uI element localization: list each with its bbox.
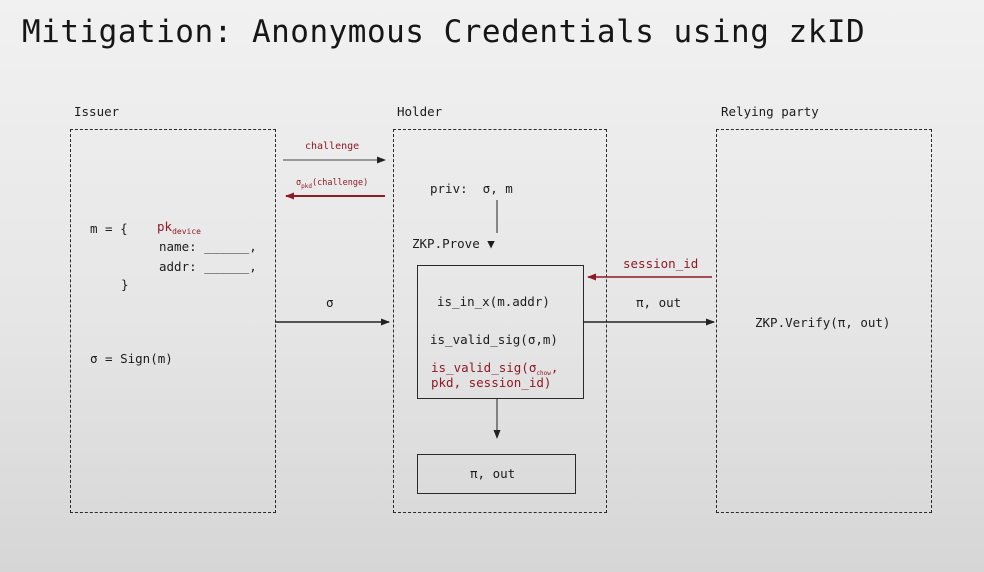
holder-header: Holder	[397, 104, 443, 119]
name-field: name: ______,	[159, 239, 257, 254]
page-title: Mitigation: Anonymous Credentials using …	[22, 14, 866, 50]
proof-circuit-box	[417, 265, 584, 399]
pk-device: pkdevice	[157, 219, 201, 237]
check-signature: is_valid_sig(σ,m)	[430, 332, 558, 347]
addr-field: addr: ______,	[159, 259, 257, 274]
zkp-verify: ZKP.Verify(π, out)	[755, 315, 891, 330]
proof-message-label: π, out	[636, 295, 682, 310]
issuer-column	[70, 129, 276, 513]
signed-challenge-label: σpkd(challenge)	[296, 178, 369, 190]
private-values: priv: σ, m	[430, 181, 513, 196]
check-session-signature: is_valid_sig(σchow,	[431, 360, 559, 378]
sign-statement: σ = Sign(m)	[90, 351, 173, 366]
proof-output-box	[417, 454, 576, 494]
relying-party-header: Relying party	[721, 104, 819, 119]
challenge-label: challenge	[305, 141, 360, 152]
holder-column	[393, 129, 607, 513]
zkp-prove-label: ZKP.Prove ▼	[412, 236, 495, 251]
credential-open: m = {	[90, 221, 128, 236]
relying-party-column	[716, 129, 932, 513]
check-address: is_in_x(m.addr)	[437, 294, 550, 309]
check-session-signature-args: pkd, session_id)	[431, 375, 552, 390]
issuer-header: Issuer	[74, 104, 120, 119]
session-id-label: session_id	[623, 256, 699, 271]
proof-output: π, out	[470, 466, 516, 481]
sigma-label: σ	[326, 295, 334, 310]
credential-close: }	[121, 277, 129, 292]
